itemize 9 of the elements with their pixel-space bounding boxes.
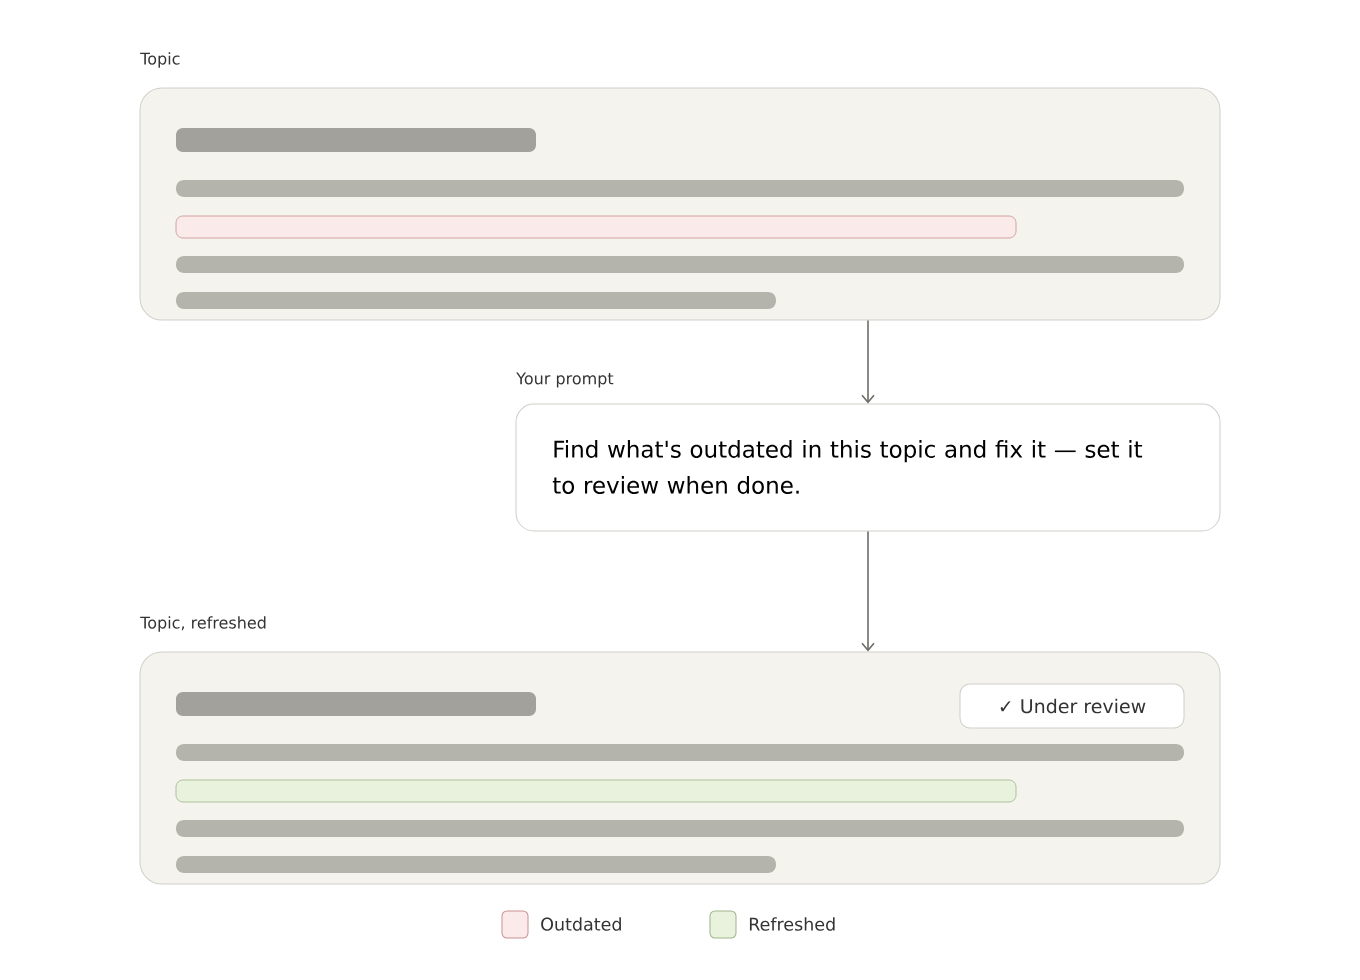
status-badge: ✓ Under review (959, 683, 1185, 729)
arrow (861, 319, 875, 404)
legend-label: Refreshed (749, 917, 835, 931)
prompt-text: Find what's outdated in this topic and fix it — set it to review when done. (552, 440, 1143, 494)
panel-heading: Topic (140, 52, 180, 68)
panel-heading: Topic, refreshed (140, 616, 266, 632)
prompt-heading: Your prompt (516, 372, 614, 388)
legend-label: Outdated (541, 917, 621, 931)
arrow (861, 530, 875, 652)
